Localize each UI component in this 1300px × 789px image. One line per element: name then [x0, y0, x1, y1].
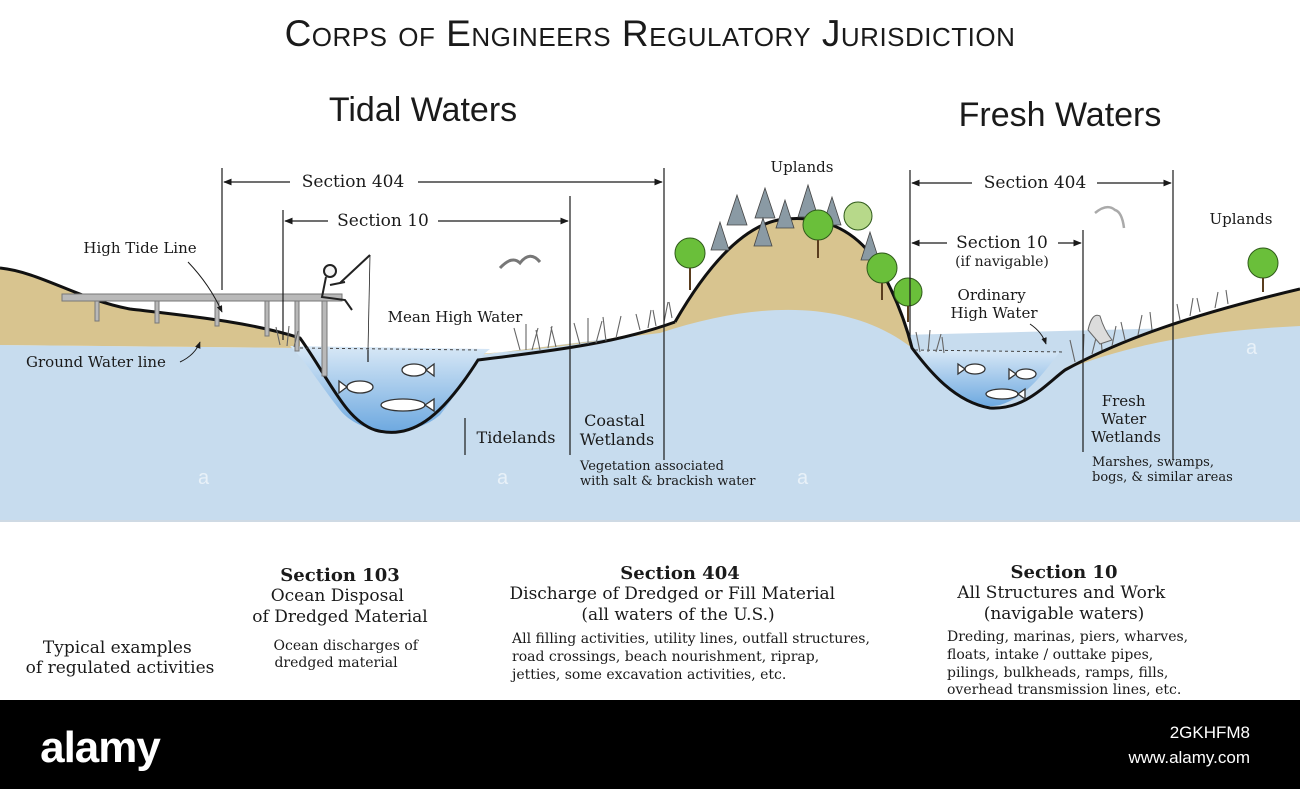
svg-text:a: a	[497, 467, 509, 489]
section-10-examples: Dreding, marinas, piers, wharves, floats…	[947, 629, 1193, 698]
section-10-fresh-note: (if navigable)	[955, 254, 1049, 270]
span-lines	[221, 168, 1174, 460]
high-tide-line-label: High Tide Line	[83, 239, 196, 257]
tidal-waters-heading: Tidal Waters	[329, 91, 517, 129]
uplands-right-label: Uplands	[1210, 210, 1273, 228]
ground-water-line-label: Ground Water line	[26, 353, 166, 371]
svg-text:a: a	[797, 467, 809, 489]
heron-figure	[1087, 314, 1113, 345]
ordinary-high-water-pointer	[1029, 323, 1047, 345]
section-404-fresh-label: Section 404	[984, 173, 1087, 193]
image-id: 2GKHFM8	[1170, 723, 1250, 742]
coastal-vegetation-note: Vegetation associated with salt & bracki…	[579, 459, 756, 489]
tidelands-label: Tidelands	[477, 428, 556, 447]
span-arrows	[223, 178, 1172, 247]
fresh-water-wetlands-label: Fresh Water Wetlands	[1091, 392, 1161, 446]
pier	[61, 293, 343, 377]
high-tide-line-pointer	[187, 261, 223, 313]
ordinary-high-water-label: Ordinary High Water	[950, 286, 1038, 322]
section-103-examples: Ocean discharges of dredged material	[274, 638, 423, 671]
watermark-banner	[0, 700, 1300, 789]
section-404-examples: All filling activities, utility lines, o…	[510, 631, 874, 683]
fresh-waters-heading: Fresh Waters	[959, 96, 1162, 134]
uplands-center-label: Uplands	[771, 158, 834, 176]
tidal-channel-bed	[0, 266, 676, 434]
section-103-legend: Section 103 Ocean Disposal of Dredged Ma…	[252, 565, 427, 671]
section-404-tidal-label: Section 404	[302, 172, 405, 192]
section-10-subtitle: All Structures and Work (navigable water…	[956, 583, 1170, 624]
section-103-subtitle: Ocean Disposal of Dredged Material	[252, 586, 427, 627]
alamy-logo: alamy	[40, 723, 161, 772]
section-103-heading: Section 103	[280, 565, 400, 586]
svg-text:a: a	[198, 467, 210, 489]
fresh-vegetation-note: Marshes, swamps, bogs, & similar areas	[1092, 455, 1233, 485]
bird-icon	[1094, 205, 1126, 229]
right-upland-land	[1065, 289, 1300, 370]
typical-examples-label: Typical examples of regulated activities	[26, 638, 215, 678]
section-10-tidal-label: Section 10	[337, 211, 429, 231]
fish-group	[338, 362, 1037, 413]
coastal-wetlands-label: Coastal Wetlands	[580, 411, 654, 449]
section-10-fresh-label: Section 10	[956, 233, 1048, 253]
ground-water-line-pointer	[179, 341, 201, 363]
center-hill-land	[478, 218, 912, 355]
bird-icon	[498, 254, 542, 270]
left-shore-land	[0, 268, 300, 348]
fisherman-figure	[320, 254, 371, 351]
mean-high-water-label: Mean High Water	[388, 308, 523, 326]
section-10-legend: Section 10 All Structures and Work (navi…	[947, 562, 1193, 698]
section-404-legend: Section 404 Discharge of Dredged or Fill…	[510, 563, 874, 683]
faint-watermark: a a a a	[198, 337, 1258, 489]
tree-group	[674, 183, 1279, 322]
svg-text:a: a	[1246, 337, 1258, 359]
section-404-heading: Section 404	[620, 563, 740, 584]
ordinary-high-water-surface	[914, 349, 1066, 353]
section-404-subtitle: Discharge of Dredged or Fill Material (a…	[510, 584, 841, 625]
section-10-heading: Section 10	[1011, 562, 1118, 583]
page-title: Corps of Engineers Regulatory Jurisdicti…	[285, 13, 1016, 54]
hill-outline	[673, 216, 1300, 410]
alamy-url: www.alamy.com	[1127, 748, 1250, 767]
